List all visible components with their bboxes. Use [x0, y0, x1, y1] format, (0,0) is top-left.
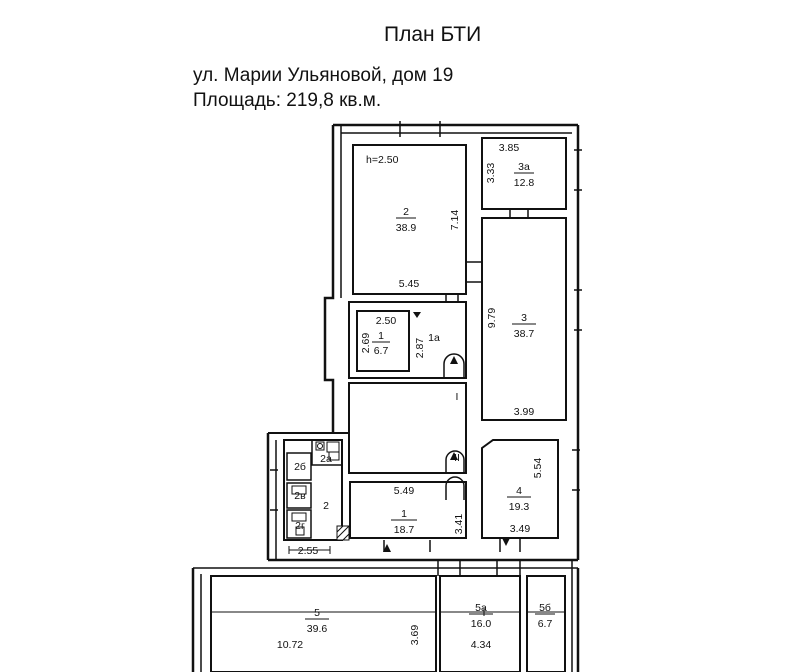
dim-4-34: 4.34 [471, 639, 492, 651]
room-5b-outline [526, 575, 566, 672]
address-line: ул. Марии Ульяновой, дом 19 [193, 65, 454, 86]
door-arrows [383, 312, 510, 552]
room-1-small-id: 1 [378, 330, 384, 342]
dim-7-14: 7.14 [449, 210, 461, 231]
room-2a-id: 2а [320, 453, 332, 465]
room-1-large-id: 1 [401, 508, 407, 520]
dimension-ticks [211, 546, 565, 616]
dim-5-49: 5.49 [394, 485, 415, 497]
dim-9-79: 9.79 [486, 308, 498, 329]
room-1-small-outline [356, 310, 410, 372]
room-1a-id: 1а [428, 332, 440, 344]
dim-3-69: 3.69 [409, 625, 421, 646]
room-5-id: 5 [314, 607, 320, 619]
room-5-area: 39.6 [307, 623, 328, 635]
room-5a-area: 16.0 [471, 618, 492, 630]
room-4-id: 4 [516, 485, 522, 497]
exterior-walls [191, 123, 580, 672]
room-4-area: 19.3 [509, 501, 530, 513]
corridor-I-id: I [456, 391, 459, 403]
dim-3-33: 3.33 [485, 163, 497, 184]
room-2g-id: 2г [295, 520, 305, 532]
corridor-II-id: II [454, 452, 460, 464]
room-3-outline [481, 217, 567, 421]
dim-2-87: 2.87 [414, 338, 426, 359]
bath-cells [286, 439, 343, 539]
area-line: Площадь: 219,8 кв.м. [193, 90, 382, 111]
room-2-id: 2 [403, 206, 409, 218]
room-5-outline [210, 575, 437, 672]
dim-3-99: 3.99 [514, 406, 535, 418]
room-3-area: 38.7 [514, 328, 535, 340]
dim-5-54: 5.54 [532, 458, 544, 479]
room-5b-area: 6.7 [538, 618, 553, 630]
dim-10-72: 10.72 [277, 639, 303, 651]
address-block: ул. Марии Ульяновой, дом 19 Площадь: 219… [193, 63, 453, 113]
room-3a-outline [481, 137, 567, 210]
corridor-I-outline [348, 382, 467, 474]
room-3-id: 3 [521, 312, 527, 324]
room-2-outline [352, 144, 467, 295]
room-2-small-outline [283, 439, 343, 541]
sanitary-fixtures [291, 441, 340, 536]
room-1-large-outline [349, 481, 467, 539]
hatched-block [336, 525, 350, 541]
room-3a-area: 12.8 [514, 177, 535, 189]
windows [270, 121, 582, 511]
room-2b-id: 2б [294, 461, 306, 473]
dim-5-45: 5.45 [399, 278, 420, 290]
dim-3-85: 3.85 [499, 142, 520, 154]
dim-3-49: 3.49 [510, 523, 531, 535]
plan-title: План БТИ [384, 23, 482, 46]
dim-2-69: 2.69 [360, 333, 372, 354]
dim-3-41: 3.41 [453, 514, 465, 535]
room-2-area: 38.9 [396, 222, 417, 234]
room-5a-outline [439, 575, 521, 672]
room-1-small-area: 6.7 [374, 345, 389, 357]
dim-2-55: 2.55 [298, 545, 319, 557]
room-3a-id: 3а [518, 161, 530, 173]
room-5b-id: 5б [539, 602, 551, 614]
height-note: h=2.50 [366, 154, 399, 166]
room-4-outline [481, 439, 559, 539]
room-1-large-area: 18.7 [394, 524, 415, 536]
room-1a-outline [348, 301, 467, 379]
dim-2-50: 2.50 [376, 315, 397, 327]
room-2v-id: 2в [294, 490, 306, 502]
room-5a-id: 5а [475, 602, 487, 614]
room-2-small-id: 2 [323, 500, 329, 512]
